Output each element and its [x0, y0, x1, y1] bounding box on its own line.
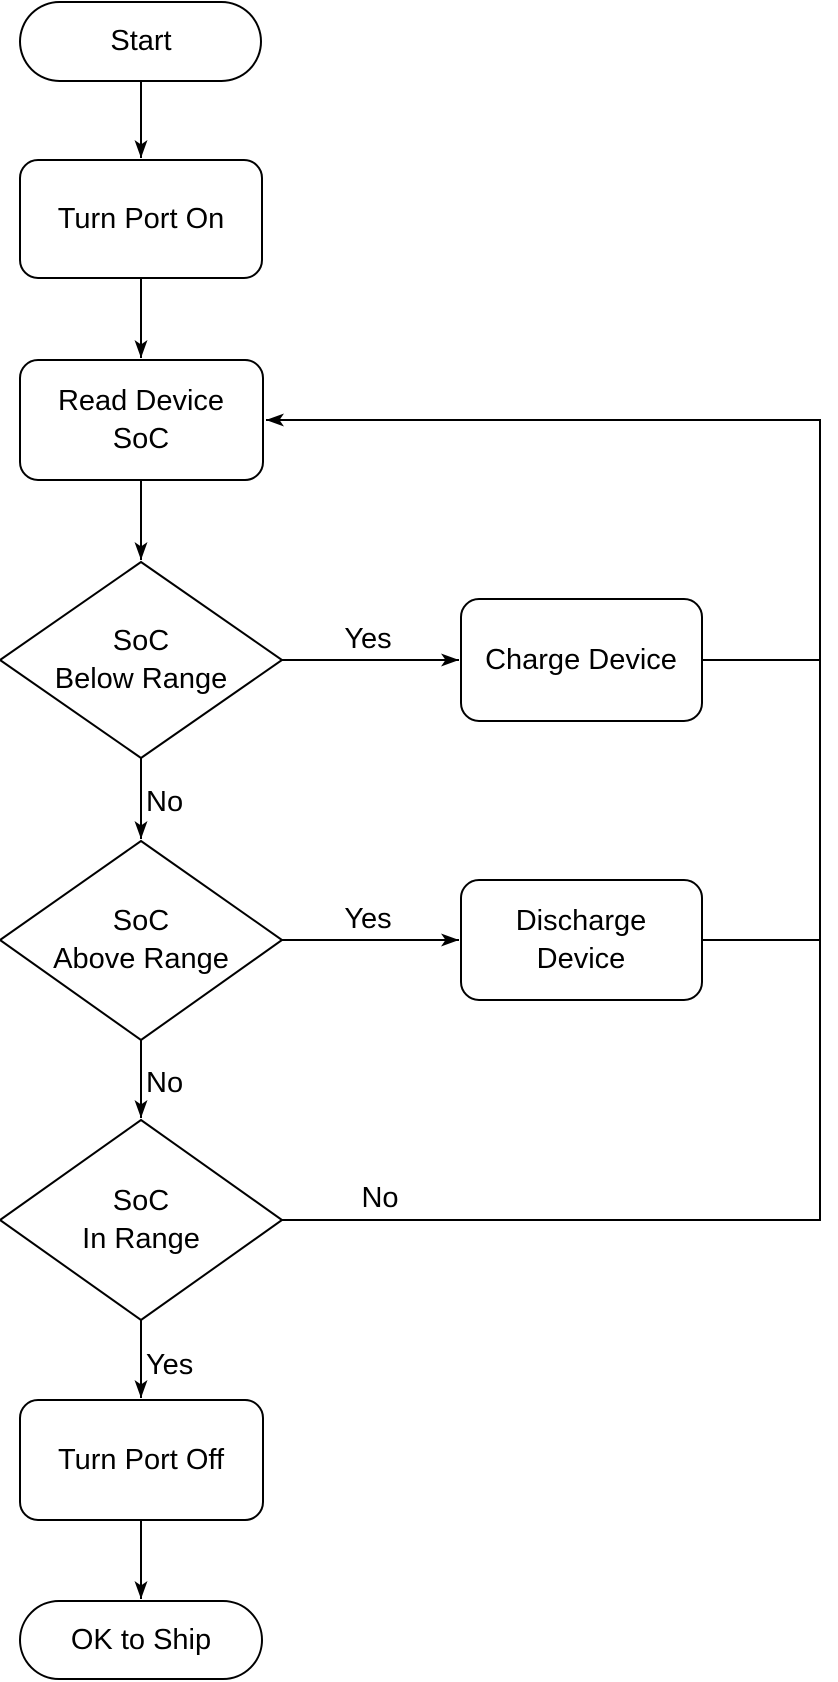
- soc-in-range-decision-shape: [0, 1118, 284, 1322]
- soc-below-range-decision-shape: [0, 560, 284, 760]
- node-charge-device: Charge Device: [460, 598, 703, 722]
- start-label: Start: [110, 25, 171, 57]
- soc-above-range-decision-shape: [0, 839, 284, 1042]
- discharge-device-label-line2: Device: [537, 943, 626, 975]
- edges-layer: [134, 81, 821, 1599]
- edge-label-below-range-no: No: [146, 786, 183, 818]
- turn-port-off-process-shape: [19, 1399, 264, 1521]
- discharge-device-label-line1: Discharge: [516, 905, 647, 937]
- soc-in-range-label-line2: In Range: [82, 1223, 200, 1255]
- discharge-device-process-shape: [460, 879, 703, 1001]
- read-device-soc-process-shape: [19, 359, 264, 481]
- read-device-soc-label-line2: SoC: [113, 423, 169, 455]
- edge-label-above-range-yes: Yes: [344, 903, 391, 935]
- ok-to-ship-terminator-shape: [19, 1600, 263, 1680]
- soc-above-range-label-line2: Above Range: [53, 943, 229, 975]
- node-soc-above-range: SoC Above Range: [0, 839, 284, 1042]
- edge-label-in-range-no: No: [361, 1182, 398, 1214]
- soc-in-range-label-line1: SoC: [113, 1185, 169, 1217]
- turn-port-off-label: Turn Port Off: [58, 1444, 225, 1476]
- read-device-soc-label-line1: Read Device: [58, 385, 224, 417]
- edge-in-range-no-loop-to-read-soc: [266, 413, 821, 1221]
- node-start: Start: [19, 1, 262, 82]
- turn-port-on-process-shape: [19, 159, 263, 279]
- node-soc-below-range: SoC Below Range: [0, 560, 284, 760]
- node-turn-port-on: Turn Port On: [19, 159, 263, 279]
- edge-label-above-range-no: No: [146, 1067, 183, 1099]
- soc-below-range-label-line1: SoC: [113, 625, 169, 657]
- turn-port-on-label: Turn Port On: [58, 203, 225, 235]
- edge-labels-layer: Yes No Yes No No Yes: [146, 623, 399, 1381]
- charge-device-label: Charge Device: [485, 644, 677, 676]
- start-terminator-shape: [19, 1, 262, 82]
- charge-device-process-shape: [460, 598, 703, 722]
- edge-label-in-range-yes: Yes: [146, 1349, 193, 1381]
- node-turn-port-off: Turn Port Off: [19, 1399, 264, 1521]
- soc-below-range-label-line2: Below Range: [55, 663, 228, 695]
- node-ok-to-ship: OK to Ship: [19, 1600, 263, 1680]
- soc-above-range-label-line1: SoC: [113, 905, 169, 937]
- ok-to-ship-label: OK to Ship: [71, 1624, 211, 1656]
- edge-label-below-range-yes: Yes: [344, 623, 391, 655]
- node-read-device-soc: Read Device SoC: [19, 359, 264, 481]
- node-soc-in-range: SoC In Range: [0, 1118, 284, 1322]
- node-discharge-device: Discharge Device: [460, 879, 703, 1001]
